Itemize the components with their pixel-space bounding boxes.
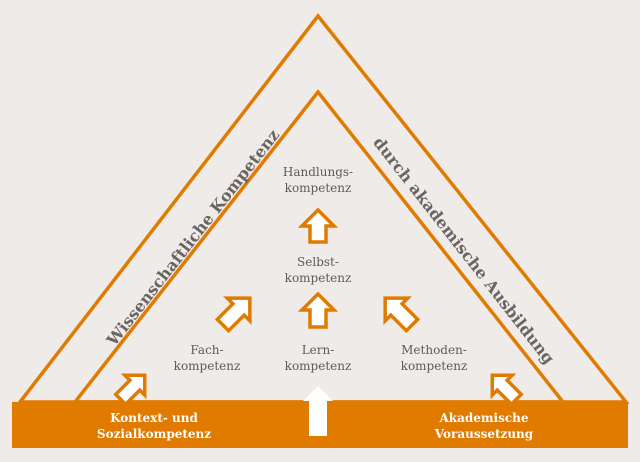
node-line: Methoden- [401, 343, 467, 357]
base-line: Sozialkompetenz [96, 427, 212, 441]
base-left-label: Kontext- und Sozialkompetenz [84, 410, 224, 442]
node-line: Handlungs- [282, 165, 354, 179]
arrow-base-center-icon [303, 386, 333, 436]
arrow-diagonal-left-icon [214, 296, 252, 334]
base-line: Akademische [439, 411, 529, 425]
arrow-diagonal-right-icon [383, 296, 421, 334]
node-lernkompetenz: Lern- kompetenz [268, 342, 368, 374]
node-selbstkompetenz: Selbst- kompetenz [268, 254, 368, 286]
base-line: Kontext- und [110, 411, 198, 425]
arrow-up-top-icon [297, 207, 339, 244]
node-line: Fach- [190, 343, 224, 357]
arrow-up-middle-icon [297, 291, 339, 329]
node-methodenkompetenz: Methoden- kompetenz [384, 342, 484, 374]
node-line: Lern- [301, 343, 335, 357]
node-line: kompetenz [400, 359, 468, 373]
arrow-bottom-right-icon [490, 373, 524, 407]
node-line: kompetenz [173, 359, 241, 373]
base-line: Voraussetzung [434, 427, 534, 441]
node-line: kompetenz [284, 359, 352, 373]
arrow-bottom-left-icon [113, 373, 147, 407]
node-line: kompetenz [284, 271, 352, 285]
node-line: kompetenz [284, 181, 352, 195]
node-line: Selbst- [297, 255, 339, 269]
node-fachkompetenz: Fach- kompetenz [157, 342, 257, 374]
node-handlungskompetenz: Handlungs- kompetenz [268, 164, 368, 196]
base-right-label: Akademische Voraussetzung [414, 410, 554, 442]
